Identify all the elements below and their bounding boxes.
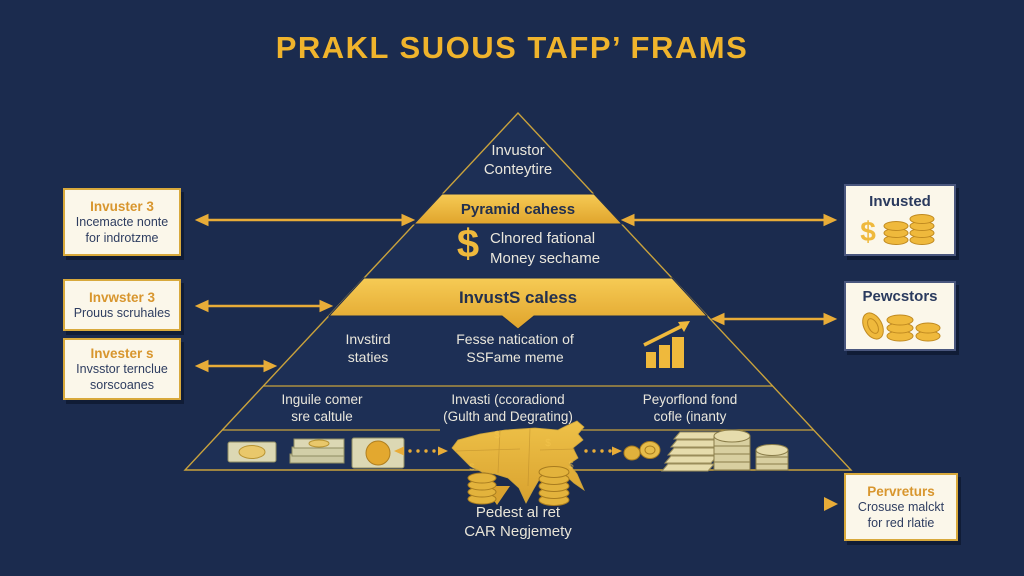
pyramid-bottom-col2: Invasti (ccoradiond (Gulth and Degrating… [418,391,598,425]
left-box-1-title: Invuster 3 [90,198,154,214]
right-box-2: Pewcstors [844,281,956,351]
right-box-3-title: Pervreturs [867,483,935,499]
page-title: PRAKL SUOUS TAFP’ FRAMS [275,30,749,65]
col2-line2: (Gulth and Degrating) [443,409,573,424]
mid-center-line1: Fesse natication of [456,331,574,347]
left-box-3: Invester s Invsstor ternclue sorscoanes [63,338,181,400]
pyramid-money-line2: Money sechame [490,250,601,267]
left-box-1-line1: Incemacte nonte [75,214,169,229]
left-box-1: Invuster 3 Incemacte nonte for indrotzme [63,188,181,256]
pyramid-money-line1: Clnored fational [490,230,596,247]
dollar-mark-icon: $ [568,460,573,470]
right-arrow-2 [710,312,838,326]
left-box-1-line2: for indrotzme [85,230,159,245]
left-arrow-3 [194,359,278,373]
right-box-3-line1: Crosuse malckt [857,499,945,514]
col3-line2: cofle (inanty [653,409,727,424]
pyramid-bottom-col1: Inguile comer sre caltule [252,391,392,425]
pyramid-band1-label: Pyramid cahess [460,201,576,218]
usa-map-icon: $ $ $ $ [451,420,585,506]
left-box-3-line1: Invsstor ternclue [76,361,168,376]
left-box-3-title: Invester s [90,345,154,361]
dollar-mark-icon: $ [545,438,551,449]
dotted-arrow-right [584,446,622,456]
bar-chart-icon [643,321,690,368]
right-arrow-1 [620,213,838,227]
left-arrow-1 [194,213,416,227]
footer-line1: Pedest al ret [475,504,561,521]
mid-center-line2: SSFame meme [466,349,564,365]
coin-stack-icon [755,444,789,471]
left-box-2-title: Invwster 3 [88,289,156,305]
dollar-sign-icon: $ [456,222,480,266]
mid-left-line1: Invstird [345,331,391,347]
col3-line1: Peyorflond fond [642,392,738,407]
pyramid-money-label: Clnored fational Money sechame [490,229,640,269]
coin-stack-icon [467,472,497,505]
pyramid-mid-left-label: Invstird staties [318,330,418,366]
dollar-mark-icon: $ [494,430,500,441]
col2-line1: Invasti (ccoradiond [451,392,565,407]
footer-caption: Pedest al ret CAR Negjemety [418,503,618,541]
coin-stack-icon [538,466,570,506]
pyramid-top-line1: Invustor [491,142,545,159]
left-box-2: Invwster 3 Prouus scruhales [63,279,181,331]
mid-left-line2: staties [347,349,389,365]
right-box-3-line2: for red rlatie [867,515,935,530]
pyramid-top-label: Invustor Conteytire [438,141,598,179]
pyramid-bottom-col3: Peyorflond fond cofle (inanty [620,391,760,425]
right-box-3: Pervreturs Crosuse malckt for red rlatie [844,473,958,541]
right-box-1: Invusted $ [844,184,956,256]
right-box-2-title: Pewcstors [862,288,938,305]
pyramid-band-1 [412,193,624,225]
small-right-arrow-icon [824,497,838,511]
pyramid-mid-center-label: Fesse natication of SSFame meme [425,330,605,366]
footer-line2: CAR Negjemety [464,523,572,540]
col1-line2: sre caltule [291,409,353,424]
dollar-mark-icon: $ [860,216,876,247]
coin-stack-icon [713,429,751,471]
pyramid-band-2 [327,277,709,330]
pyramid-top-line2: Conteytire [483,161,553,178]
left-box-2-line1: Prouus scruhales [73,305,171,320]
dollar-mark-icon: $ [469,462,474,472]
coin-stacks-dollar-icon: $ [860,214,935,247]
pyramid-band2-label: InvustS caless [458,288,578,307]
coins-icon [862,312,941,342]
banknotes-icon [227,437,405,469]
money-pile-icon [623,429,789,472]
right-box-1-title: Invusted [869,193,931,210]
left-box-3-line2: sorscoanes [90,377,154,392]
left-arrow-2 [194,299,334,313]
dotted-arrow-left [394,446,448,456]
col1-line1: Inguile comer [281,392,363,407]
